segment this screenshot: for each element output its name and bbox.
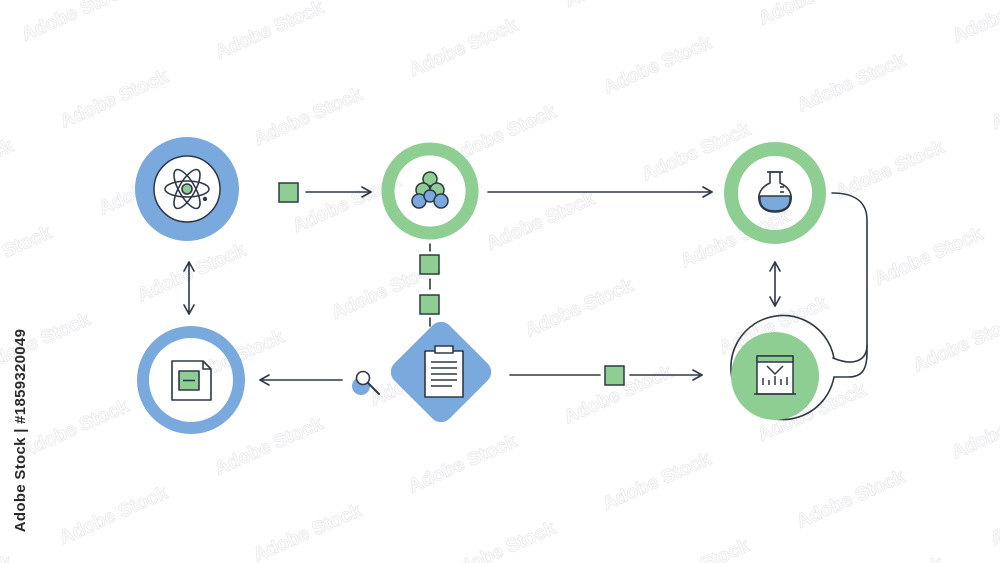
clipboard-icon (424, 345, 464, 398)
square-marker-clipboard-analysis (604, 365, 625, 386)
atom-icon (164, 168, 210, 210)
node-document (137, 326, 245, 434)
node-analysis (731, 332, 819, 420)
square-marker-atom-molecule (278, 182, 299, 203)
molecule-icon (411, 171, 449, 209)
flask-icon (758, 171, 792, 213)
watermark-side-label: Adobe Stock | #1859320049 (12, 328, 30, 532)
node-clipboard (390, 321, 492, 423)
node-flask (724, 142, 826, 244)
watermark-side-text: Adobe Stock | #1859320049 (4, 305, 38, 555)
node-atom (135, 137, 239, 241)
connector-flask-analysis-loop (831, 192, 868, 363)
magnifier-icon (352, 370, 380, 395)
chart-icon (754, 355, 796, 395)
square-marker-vertical-1 (419, 254, 440, 275)
square-marker-vertical-2 (419, 294, 440, 315)
node-molecule (381, 142, 479, 240)
connector-markers (278, 182, 625, 395)
document-icon (171, 360, 212, 401)
